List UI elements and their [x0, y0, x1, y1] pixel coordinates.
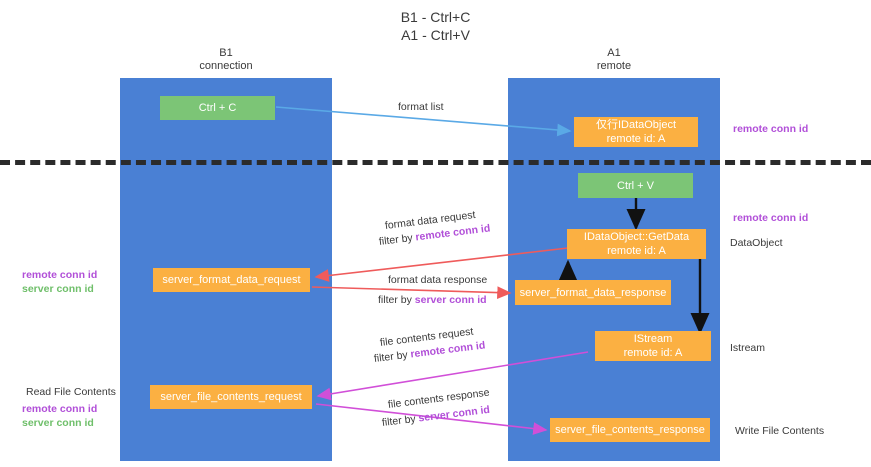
flow-label-format-list: format list	[398, 101, 444, 113]
annotation-right-istream: Istream	[730, 342, 766, 354]
box-ctrl-c-label: Ctrl + C	[198, 102, 237, 114]
box-istream-subtitle: remote id: A	[623, 347, 683, 359]
flow-label-file-contents-response-group: file contents response filter by server …	[381, 387, 497, 429]
lane-a1-name: A1	[607, 47, 621, 59]
filter-prefix-2: filter by	[378, 294, 415, 306]
flow-label-format-data-response-filter: filter by server conn id	[378, 293, 487, 307]
annotation-right-dataobject: DataObject	[730, 237, 783, 249]
lane-b1-role: connection	[199, 60, 253, 72]
flow-label-file-contents-request-group: file contents request filter by remote c…	[373, 326, 492, 365]
box-ctrl-v-label: Ctrl + V	[617, 179, 654, 192]
title-line-1: B1 - Ctrl+C	[400, 9, 471, 25]
phase-divider	[0, 160, 871, 165]
box-getdata-subtitle: remote id: A	[607, 245, 666, 257]
box-server-file-contents-request[interactable]: server_file_contents_request	[150, 385, 312, 409]
box-server-file-contents-request-label: server_file_contents_request	[160, 391, 302, 403]
annotation-left-server-conn-id-1: server conn id	[22, 283, 94, 295]
flow-label-format-data-response-group: format data response filter by server co…	[378, 273, 497, 306]
box-istream-title: IStream	[633, 333, 673, 345]
flow-label-format-data-response: format data response	[388, 274, 488, 286]
box-ctrl-v[interactable]: Ctrl + V	[578, 173, 693, 198]
box-server-file-contents-response[interactable]: server_file_contents_response	[550, 418, 710, 442]
flow-label-format-data-request-group: format data request filter by remote con…	[378, 209, 497, 248]
box-server-file-contents-response-label: server_file_contents_response	[555, 424, 705, 436]
lane-header-b1: B1 connection	[120, 47, 332, 73]
box-idataobject-subtitle: remote id: A	[606, 133, 666, 145]
lane-b1-name: B1	[219, 47, 233, 59]
box-server-format-data-request-label: server_format_data_request	[162, 274, 301, 286]
box-ctrl-c[interactable]: Ctrl + C	[160, 96, 275, 120]
annotation-right-write-file-contents: Write File Contents	[735, 425, 825, 437]
box-server-format-data-request[interactable]: server_format_data_request	[153, 268, 310, 292]
lane-header-a1: A1 remote	[508, 47, 720, 73]
annotation-left-remote-conn-id-1: remote conn id	[22, 269, 98, 281]
box-idataobject-title: 仅行IDataObject	[595, 119, 677, 131]
lane-a1-role: remote	[596, 60, 632, 72]
filter-prefix-1: filter by	[378, 231, 417, 248]
box-getdata-title: IDataObject::GetData	[583, 231, 690, 243]
annotation-left-read-file-contents: Read File Contents	[26, 386, 116, 398]
box-server-format-data-response[interactable]: server_format_data_response	[515, 280, 671, 305]
box-idataobject-getdata[interactable]: IDataObject::GetData remote id: A	[567, 229, 706, 259]
filter-prefix-4: filter by	[381, 412, 420, 429]
filter-prefix-3: filter by	[373, 348, 412, 365]
annotation-left-remote-conn-id-2: remote conn id	[22, 403, 98, 415]
filter-key-2: server conn id	[414, 294, 487, 306]
box-idataobject[interactable]: 仅行IDataObject remote id: A	[574, 117, 698, 147]
annotation-right-remote-conn-id-2: remote conn id	[733, 212, 809, 224]
annotation-left-server-conn-id-2: server conn id	[22, 417, 94, 429]
page-title: B1 - Ctrl+C A1 - Ctrl+V	[0, 8, 871, 44]
annotation-right-remote-conn-id-1: remote conn id	[733, 123, 809, 135]
box-istream[interactable]: IStream remote id: A	[595, 331, 711, 361]
title-line-2: A1 - Ctrl+V	[401, 27, 470, 43]
box-server-format-data-response-label: server_format_data_response	[519, 286, 667, 299]
